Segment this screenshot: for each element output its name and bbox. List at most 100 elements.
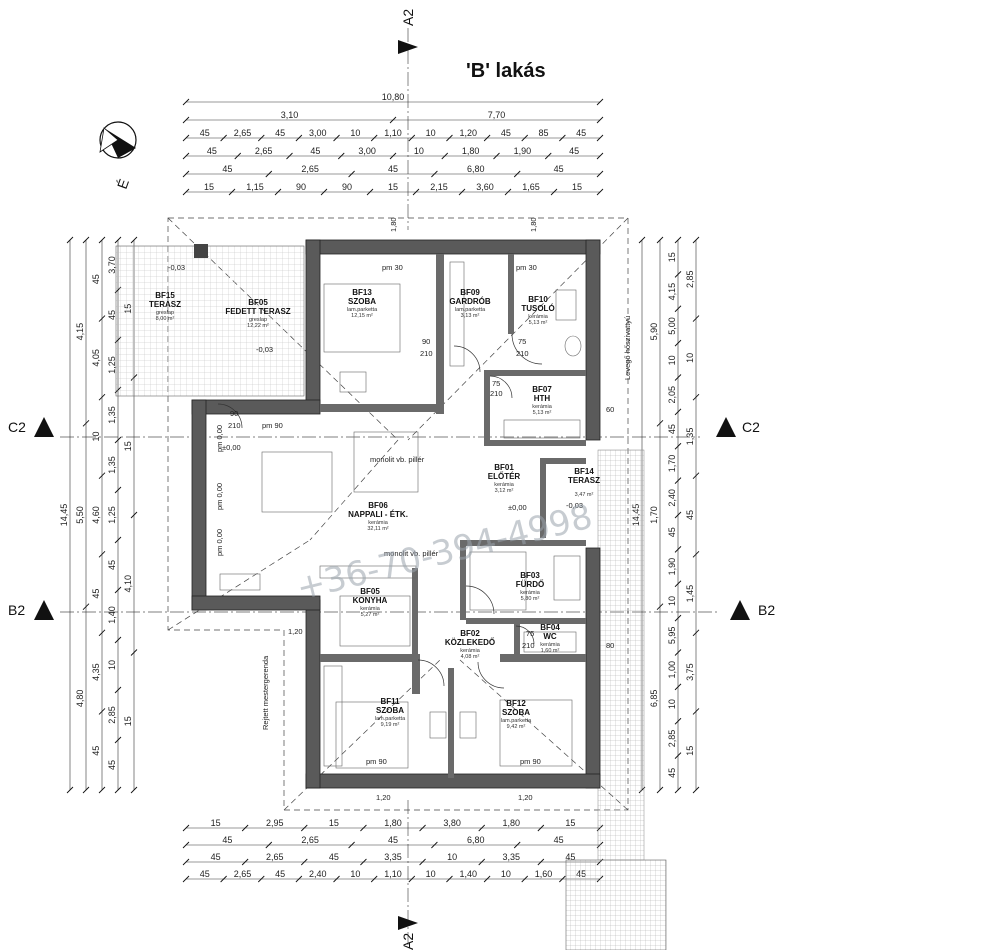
right-dim-2-15: 45 — [667, 768, 677, 778]
bottom-dim-2-2: 45 — [329, 852, 339, 862]
section-label-c-left: C2 — [8, 419, 26, 435]
right-dim-3-2: 1,35 — [685, 428, 695, 446]
section-label-b-right: B2 — [758, 602, 775, 618]
bottom-dim-0-5: 1,80 — [503, 818, 521, 828]
top-dim-3-7: 45 — [569, 146, 579, 156]
top-dim-4-2: 45 — [388, 164, 398, 174]
top-dim-5-5: 2,15 — [430, 182, 448, 192]
right-dim-3-4: 1,45 — [685, 585, 695, 603]
pm-bf10: pm 30 — [516, 263, 537, 272]
room-12-name: WC — [543, 632, 557, 641]
left-dim-2-4: 45 — [91, 589, 101, 599]
window-w-2: 1,20 — [376, 793, 391, 802]
bottom-dim-3-9: 1,60 — [535, 869, 553, 879]
terrace-paving — [115, 245, 305, 397]
top-dim-5-6: 3,60 — [476, 182, 494, 192]
room-13-floor: lam.parketta — [375, 716, 406, 722]
room-7-id: BF01 — [494, 463, 514, 472]
top-dim-2-1: 2,65 — [234, 128, 252, 138]
top-dim-3-1: 2,65 — [255, 146, 273, 156]
left-dim-4-2: 4,10 — [123, 575, 133, 593]
room-6-id: BF06 — [368, 501, 388, 510]
right-dim-3-3: 45 — [685, 510, 695, 520]
door-w-bf10: 75 — [518, 337, 526, 346]
section-marker-c-left: C2 — [8, 417, 54, 437]
vent-label: Levegő hőszivattyú — [623, 316, 632, 380]
door-h-bf03: 210 — [522, 641, 535, 650]
pm-living: pm 90 — [262, 421, 283, 430]
bottom-dim-3-3: 2,40 — [309, 869, 327, 879]
room-5-name: FEDETT TERASZ — [225, 307, 290, 316]
right-dim-1-2: 6,85 — [649, 690, 659, 708]
room-6-area: 32,11 m² — [367, 526, 388, 532]
top-dim-1-0: 3,10 — [281, 110, 299, 120]
right-dim-3-5: 3,75 — [685, 663, 695, 681]
bottom-dim-3-7: 1,40 — [460, 869, 478, 879]
room-3-floor: kerámia — [532, 404, 553, 410]
bottom-dim-3-0: 45 — [200, 869, 210, 879]
room-9-id: BF05 — [360, 587, 380, 596]
room-10-area: 5,80 m² — [521, 596, 540, 602]
building-walls — [191, 239, 601, 789]
left-dim-2-0: 45 — [91, 274, 101, 284]
room-11-name: KÖZLEKEDŐ — [445, 638, 495, 647]
left-dim-3-8: 10 — [107, 660, 117, 670]
left-dim-3-1: 45 — [107, 310, 117, 320]
bottom-dim-3-1: 2,65 — [234, 869, 252, 879]
right-dim-2-11: 5,95 — [667, 627, 677, 645]
right-dim-2-3: 10 — [667, 355, 677, 365]
left-dim-2-3: 4,60 — [91, 506, 101, 524]
room-0-name: SZOBA — [348, 297, 376, 306]
bottom-dim-1-3: 6,80 — [467, 835, 485, 845]
top-dim-5-8: 15 — [572, 182, 582, 192]
door-w-bf13: 90 — [422, 337, 430, 346]
right-dim-2-13: 10 — [667, 699, 677, 709]
top-dim-4-4: 45 — [554, 164, 564, 174]
room-10-id: BF03 — [520, 571, 540, 580]
top-dim-3-6: 1,90 — [514, 146, 532, 156]
level-hall: ±0,00 — [508, 503, 527, 512]
bottom-dim-2-1: 2,65 — [266, 852, 284, 862]
section-marker-a-top: A2 — [398, 9, 418, 230]
section-label-a-bottom: A2 — [400, 933, 416, 950]
right-dim-1-0: 5,90 — [649, 323, 659, 341]
room-3-id: BF07 — [532, 385, 552, 394]
room-6-name: NAPPALI - ÉTK. — [348, 510, 408, 519]
top-dim-3-2: 45 — [310, 146, 320, 156]
level-living: ±0,00 — [222, 443, 241, 452]
bottom-dim-2-0: 45 — [211, 852, 221, 862]
bottom-dim-3-5: 1,10 — [384, 869, 402, 879]
bottom-dim-2-6: 45 — [565, 852, 575, 862]
top-dim-2-5: 1,10 — [384, 128, 402, 138]
section-marker-c-right: C2 — [716, 417, 760, 437]
right-dim-2-14: 2,85 — [667, 730, 677, 748]
room-1-id: BF09 — [460, 288, 480, 297]
room-9-area: 5,27 m² — [361, 612, 380, 618]
pillar-label-2: monolit vb. pillér — [384, 549, 439, 558]
bottom-dim-2-5: 3,35 — [503, 852, 521, 862]
top-dim-2-7: 1,20 — [460, 128, 478, 138]
top-dim-2-6: 10 — [426, 128, 436, 138]
room-14-area: 9,42 m² — [507, 724, 526, 730]
room-11-id: BF02 — [460, 629, 480, 638]
pm-bf13: pm 30 — [382, 263, 403, 272]
room-10-name: FÜRDŐ — [516, 580, 544, 589]
bottom-dim-2-3: 3,35 — [384, 852, 402, 862]
room-1-name: GARDRÓB — [449, 297, 491, 306]
room-9-floor: kerámia — [360, 606, 381, 612]
room-13-name: SZOBA — [376, 706, 404, 715]
room-5-floor: greslap — [249, 317, 267, 323]
bottom-dim-3-6: 10 — [426, 869, 436, 879]
top-dim-2-9: 85 — [539, 128, 549, 138]
level-covered-terrace: -0,03 — [256, 345, 273, 354]
top-dim-2-0: 45 — [200, 128, 210, 138]
top-dim-0-0: 10,80 — [382, 92, 405, 102]
left-dim-1-2: 4,80 — [75, 690, 85, 708]
bottom-dim-3-4: 10 — [350, 869, 360, 879]
room-10-floor: kerámia — [520, 590, 541, 596]
top-dim-2-2: 45 — [275, 128, 285, 138]
room-4-name: TERASZ — [149, 300, 181, 309]
left-dim-4-3: 15 — [123, 716, 133, 726]
left-dim-1-0: 4,15 — [75, 323, 85, 341]
right-dim-2-7: 2,40 — [667, 489, 677, 507]
